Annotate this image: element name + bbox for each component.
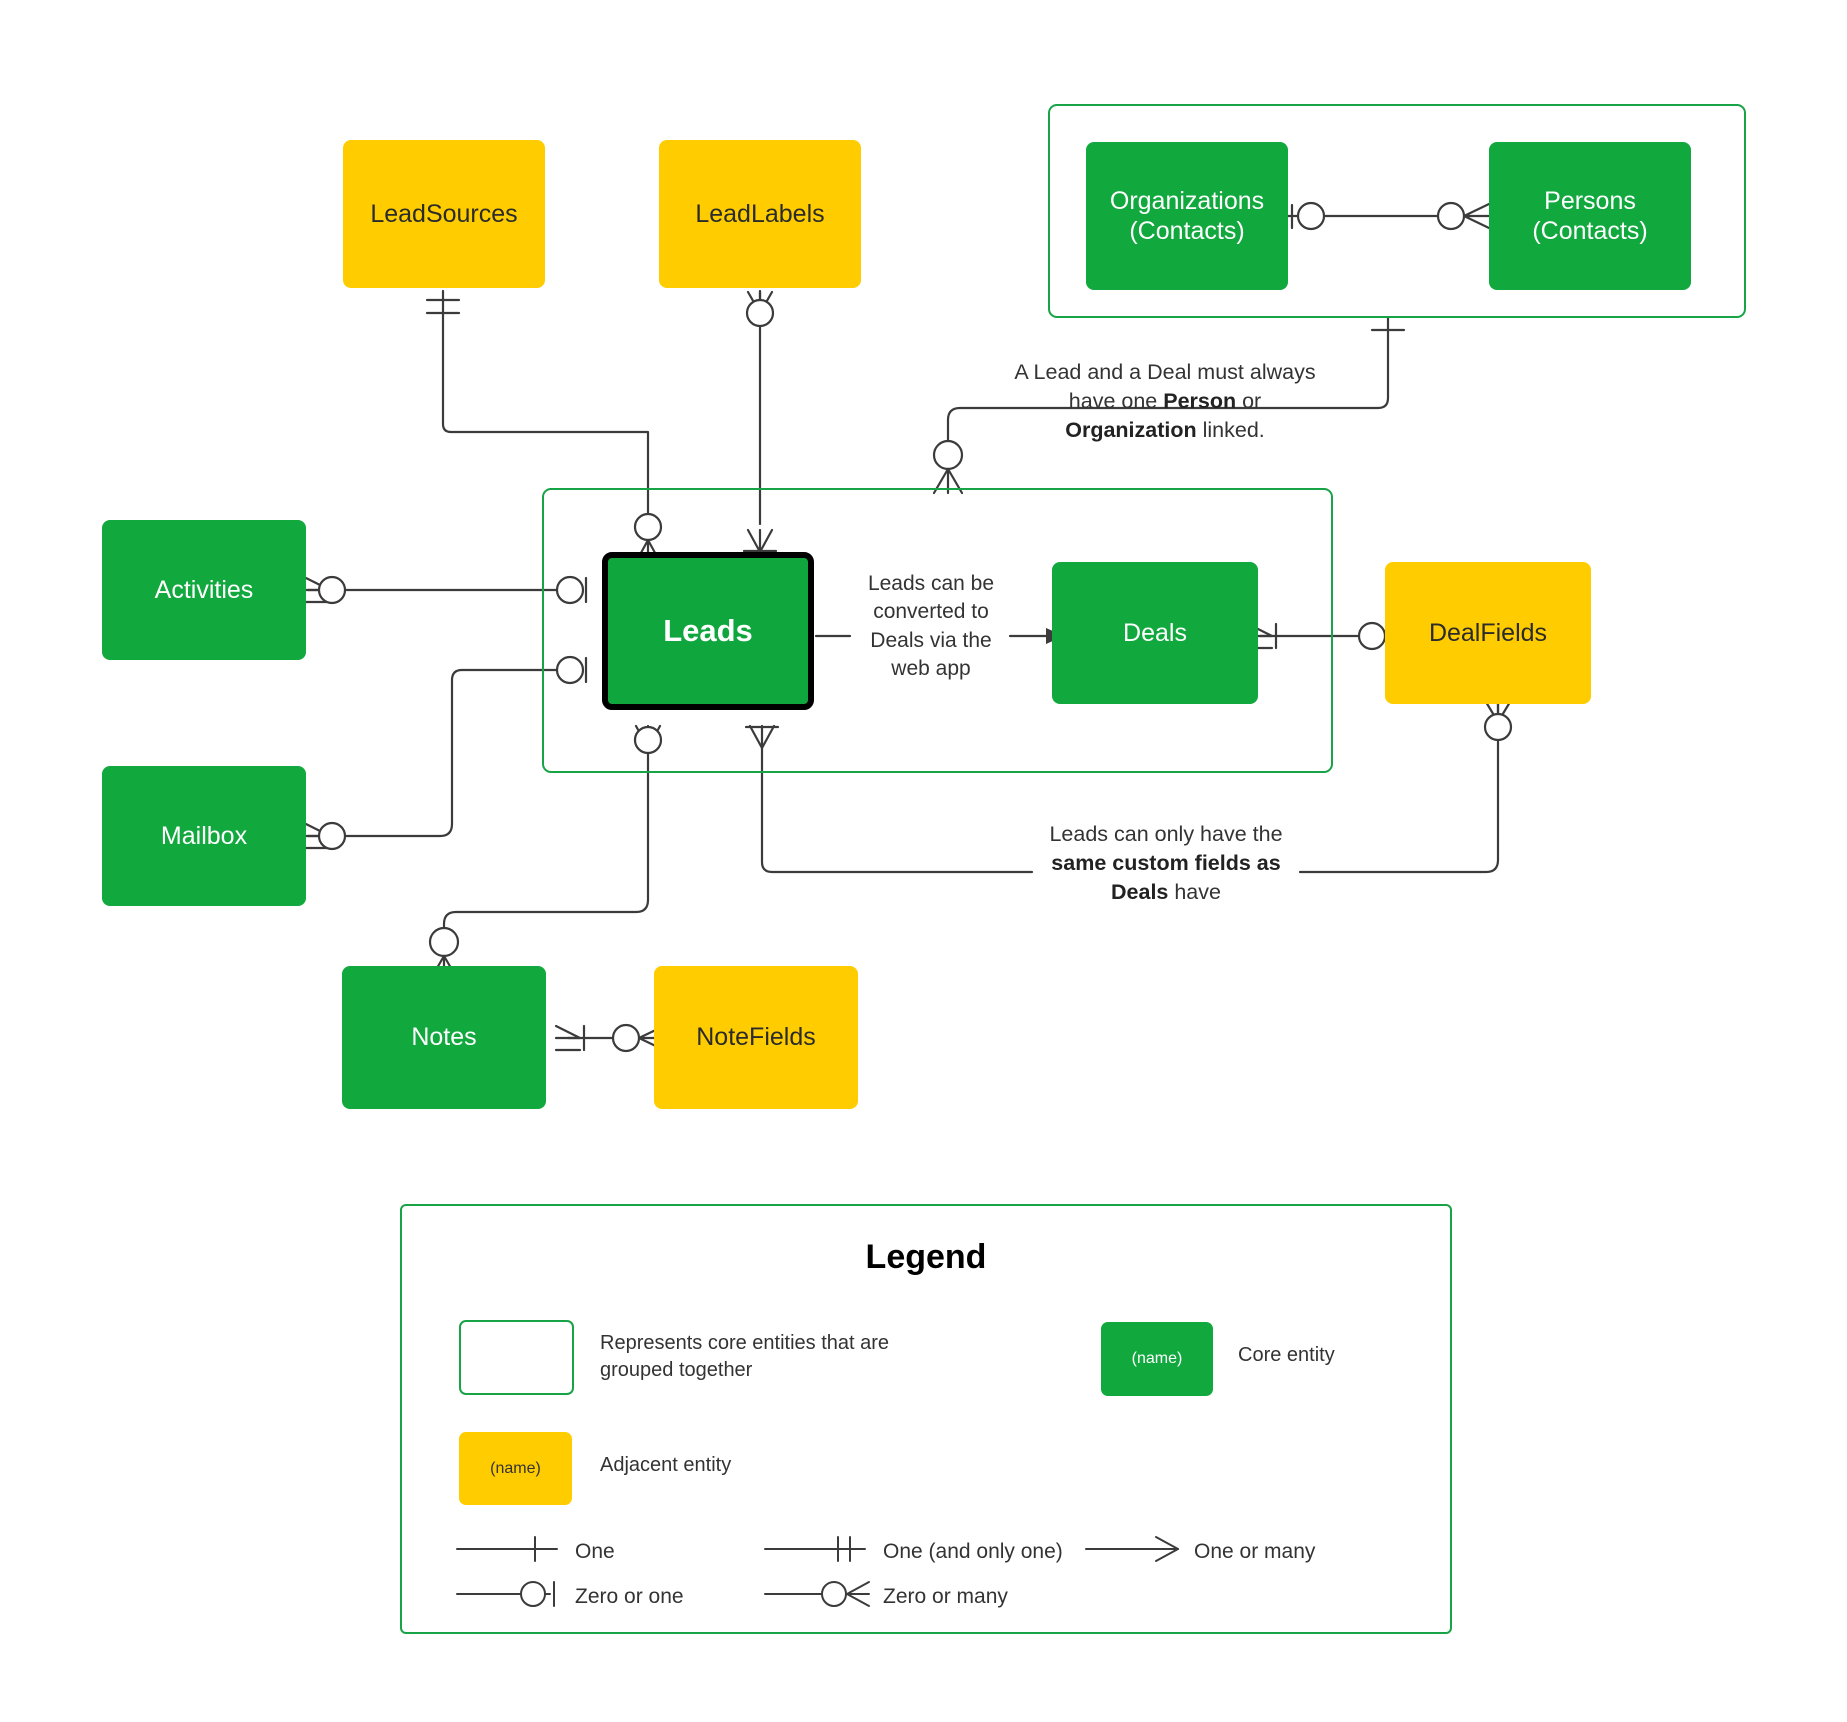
annotation-line-2-pre: have one: [1068, 389, 1164, 414]
legend-label-one: One: [575, 1540, 615, 1563]
legend-line-1: Core entity: [1238, 1344, 1335, 1366]
annotation-line-1: A Lead and a Deal must always: [1014, 360, 1316, 384]
entity-label: Notes: [411, 1023, 477, 1052]
leads-deals-group-container: [542, 488, 1333, 773]
annotation-line-4: web app: [891, 657, 971, 681]
entity-mailbox[interactable]: Mailbox: [102, 766, 306, 906]
annotation-bold-same-custom-fields: same custom fields as: [1051, 851, 1281, 876]
entity-deals[interactable]: Deals: [1052, 562, 1258, 704]
legend-notation-symbols: [456, 1536, 1179, 1607]
entity-label: Deals: [1123, 618, 1187, 647]
legend-label-one-and-only-one: One (and only one): [883, 1540, 1063, 1563]
legend-swatch-label: (name): [490, 1459, 541, 1477]
legend-swatch-label: (name): [1131, 1350, 1183, 1367]
legend-swatch-core-entity: (name): [1101, 1322, 1213, 1396]
entity-label-line1: Persons: [1544, 186, 1636, 215]
legend-line-2: grouped together: [600, 1359, 753, 1381]
annotation-line-3-post: have: [1168, 880, 1221, 905]
annotation-line-1: Leads can be: [867, 572, 995, 595]
annotation-line-2-post: or: [1236, 389, 1262, 414]
annotation-conversion: Leads can be converted to Deals via the …: [850, 570, 1012, 683]
legend-label-zero-or-many: Zero or many: [883, 1585, 1008, 1608]
entity-notefields[interactable]: NoteFields: [654, 966, 858, 1109]
entity-dealfields[interactable]: DealFields: [1385, 562, 1591, 704]
annotation-line-2: converted to: [873, 600, 989, 624]
entity-label: Activities: [154, 575, 254, 604]
annotation-bold-organization: Organization: [1065, 418, 1197, 443]
annotation-custom-fields-rule: Leads can only have the same custom fiel…: [1032, 820, 1300, 907]
entity-leadsources[interactable]: LeadSources: [343, 140, 545, 288]
entity-label: LeadSources: [370, 199, 518, 228]
legend-line-1: Represents core entities that are: [600, 1332, 890, 1354]
entity-label: DealFields: [1428, 618, 1548, 647]
entity-label: LeadLabels: [695, 199, 825, 228]
legend-text-group: Represents core entities that are groupe…: [600, 1330, 940, 1384]
legend-panel: Legend Represents core entities that are…: [400, 1204, 1452, 1634]
entity-notes[interactable]: Notes: [342, 966, 546, 1109]
annotation-contacts-rule: A Lead and a Deal must always have one P…: [1000, 358, 1330, 445]
legend-label-one-or-many: One or many: [1194, 1540, 1316, 1563]
entity-label-line2: (Contacts): [1129, 217, 1245, 245]
entity-label: NoteFields: [696, 1023, 816, 1052]
legend-swatch-adjacent-entity: (name): [459, 1432, 572, 1505]
entity-leadlabels[interactable]: LeadLabels: [659, 140, 861, 288]
annotation-line-3-post: linked.: [1196, 418, 1265, 443]
entity-label-line1: Organizations: [1109, 186, 1265, 215]
entity-persons-contacts[interactable]: Persons (Contacts): [1489, 142, 1691, 290]
legend-title: Legend: [865, 1238, 987, 1276]
entity-label-line2: (Contacts): [1532, 217, 1648, 245]
entity-label: Leads: [663, 613, 753, 649]
legend-text-core-entity: Core entity: [1238, 1342, 1498, 1369]
entity-organizations-contacts[interactable]: Organizations (Contacts): [1086, 142, 1288, 290]
annotation-bold-deals: Deals: [1111, 880, 1169, 905]
entity-activities[interactable]: Activities: [102, 520, 306, 660]
legend-swatch-group: [459, 1320, 574, 1395]
entity-leads[interactable]: Leads: [602, 552, 814, 710]
annotation-line-1: Leads can only have the: [1049, 822, 1283, 846]
legend-label-zero-or-one: Zero or one: [575, 1585, 684, 1608]
annotation-line-3: Deals via the: [870, 628, 992, 652]
annotation-bold-person: Person: [1163, 389, 1237, 414]
contacts-group-container: [1048, 104, 1746, 318]
legend-line-1: Adjacent entity: [600, 1454, 732, 1476]
legend-text-adjacent-entity: Adjacent entity: [600, 1452, 900, 1479]
entity-label: Mailbox: [160, 821, 248, 850]
